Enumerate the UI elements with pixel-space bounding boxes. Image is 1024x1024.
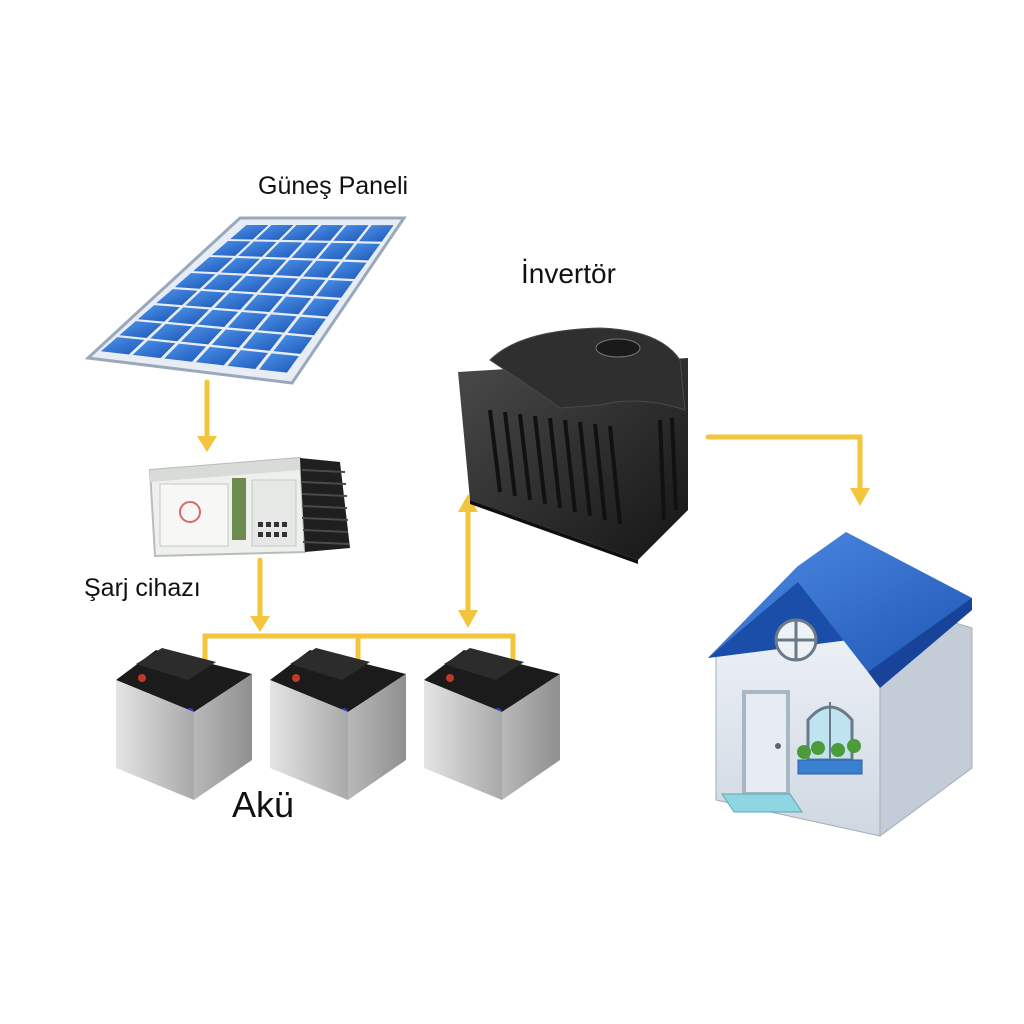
- solar-cell: [101, 337, 145, 355]
- battery: [270, 648, 406, 800]
- solar-cell: [273, 335, 313, 354]
- house-roof-edge: [708, 566, 880, 670]
- solar-cell: [119, 321, 163, 339]
- solar-cell: [264, 241, 303, 258]
- arrow-down-icon: [850, 488, 870, 506]
- heatsink: [300, 458, 350, 552]
- solar-cell: [132, 340, 176, 359]
- solar-cell: [227, 312, 268, 330]
- arrow-up-icon: [458, 494, 478, 512]
- solar-panel-cells: [101, 224, 394, 373]
- solar-cell: [248, 258, 287, 276]
- battery: [116, 648, 252, 800]
- round-window: [774, 618, 818, 662]
- solar-cell: [259, 353, 299, 373]
- solar-cell: [174, 273, 216, 289]
- solar-cell: [303, 260, 340, 278]
- inverter: [458, 327, 688, 564]
- solar-cell: [291, 242, 329, 259]
- inverter-logo-badge: [595, 338, 641, 358]
- solar-cell: [259, 277, 298, 295]
- solar-cell: [301, 298, 340, 317]
- solar-panel-label: Güneş Paneli: [258, 172, 409, 200]
- solar-cell: [272, 296, 312, 315]
- solar-cell: [185, 290, 226, 308]
- solar-cell: [211, 240, 251, 256]
- arrow-down-icon: [458, 610, 478, 628]
- solar-cell: [333, 225, 369, 242]
- solar-cell: [243, 294, 283, 312]
- solar-cell: [150, 323, 193, 342]
- battery-bank: [116, 648, 560, 800]
- solar-cell: [211, 329, 253, 348]
- solar-cell: [195, 346, 238, 366]
- solar-cell: [344, 243, 381, 261]
- solar-cell: [307, 225, 344, 241]
- solar-cell: [287, 316, 326, 336]
- solar-cell: [359, 225, 394, 242]
- solar-cell: [255, 224, 294, 240]
- charge-controller-label: Şarj cihazı: [84, 574, 201, 602]
- arrow-down-icon: [197, 436, 217, 452]
- solar-cell: [318, 242, 355, 260]
- solar-cell: [137, 305, 180, 322]
- solar-cell: [242, 332, 283, 351]
- solar-cell: [167, 307, 210, 325]
- solar-cell: [197, 309, 239, 328]
- inverter-to-house-wire: [705, 434, 863, 493]
- solar-cell: [214, 292, 255, 310]
- house-roof: [708, 532, 972, 676]
- solar-cell: [193, 257, 234, 273]
- solar-cell: [220, 257, 260, 274]
- house-door: [721, 690, 803, 813]
- solar-cell: [164, 343, 207, 362]
- battery: [424, 648, 560, 800]
- wiring-arrowheads: [197, 436, 870, 632]
- solar-cell: [281, 225, 319, 241]
- charge-controller: [148, 456, 350, 558]
- battery-label: Akü: [232, 784, 295, 825]
- solar-cell: [181, 326, 223, 345]
- inverter-label: İnvertör: [521, 258, 616, 289]
- solar-cell: [287, 278, 326, 296]
- wiring: [202, 379, 863, 685]
- solar-cell: [231, 275, 271, 293]
- house: [708, 532, 973, 837]
- solar-cell: [330, 261, 367, 280]
- solar-cell: [257, 314, 297, 333]
- solar-cell: [156, 289, 198, 306]
- solar-cell: [275, 259, 314, 277]
- solar-cell: [316, 280, 354, 298]
- arrow-down-icon: [250, 616, 270, 632]
- solar-cell: [227, 350, 268, 370]
- solar-cell: [238, 241, 277, 257]
- solar-cell: [230, 224, 269, 240]
- solar-cell: [203, 274, 243, 291]
- solar-panel: [84, 216, 407, 385]
- arched-window: [797, 702, 863, 775]
